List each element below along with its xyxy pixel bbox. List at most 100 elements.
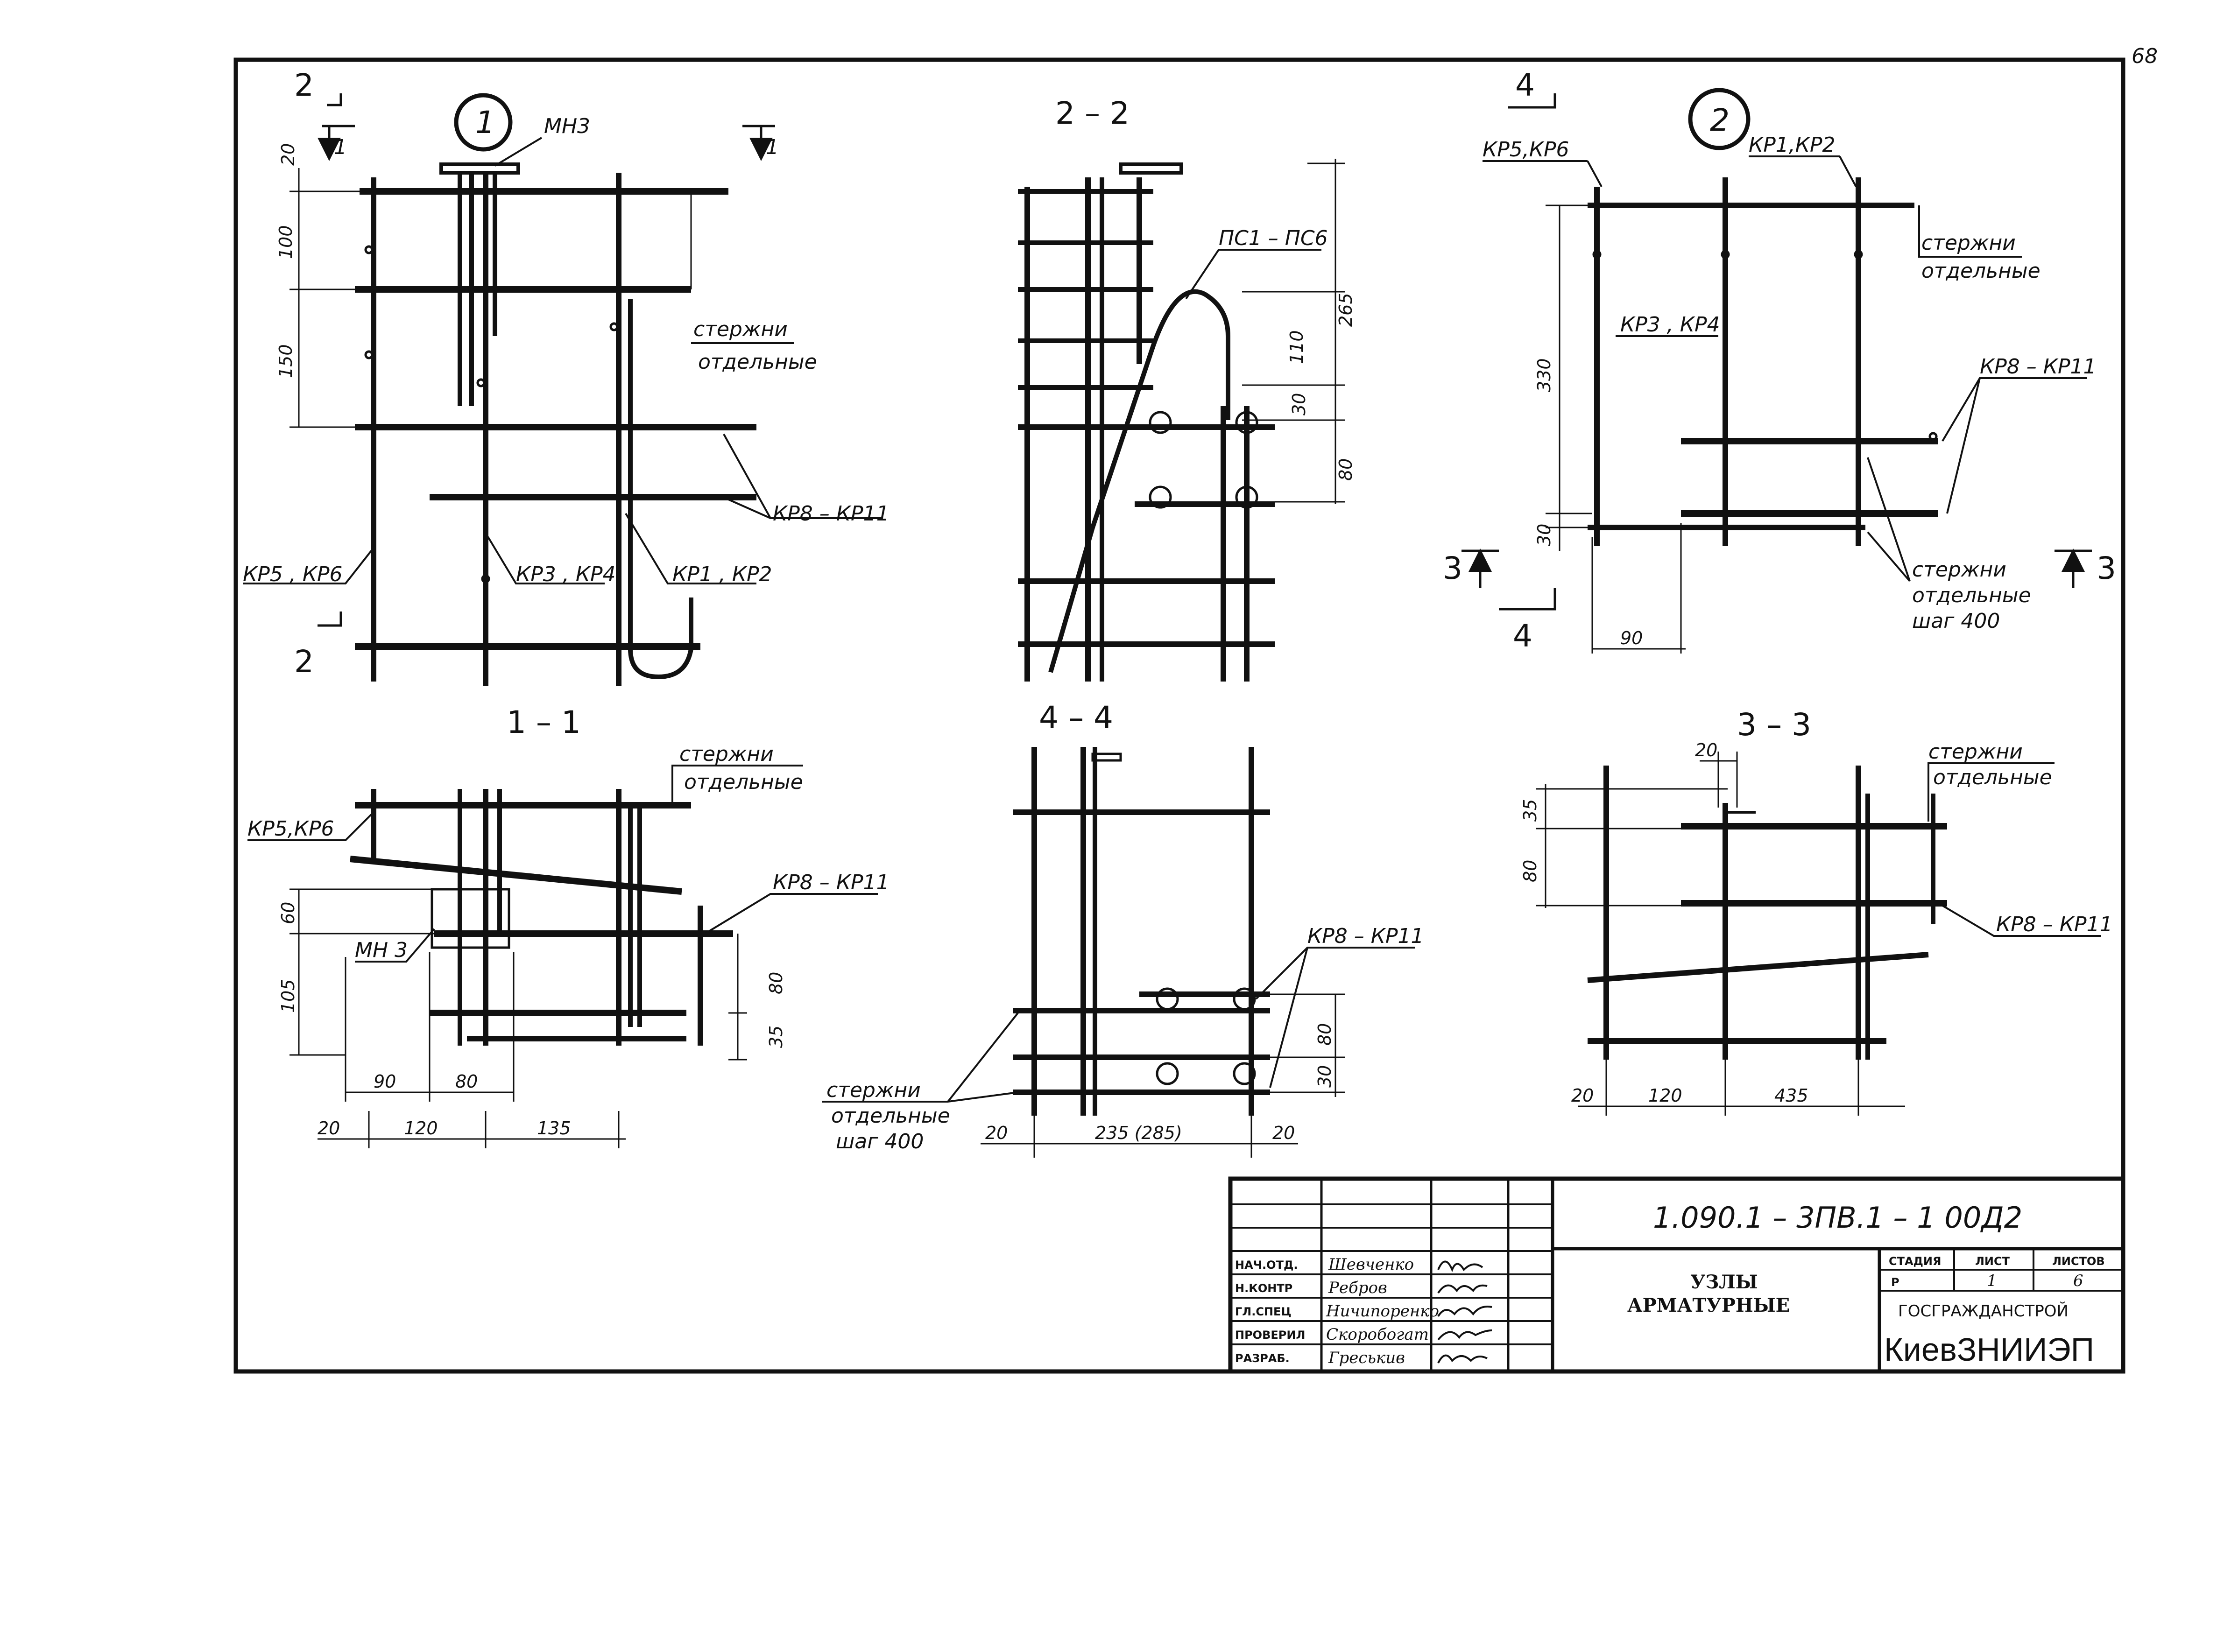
node-2-view: [1588, 177, 1938, 546]
sheet-value: 1: [1987, 1272, 1997, 1290]
section-4-4-view: [1013, 747, 1270, 1116]
name-4: Скоробогат: [1326, 1325, 1429, 1344]
section-title-2-2: 2 – 2: [1055, 95, 1130, 131]
dim-80-s44: 80: [1314, 1023, 1335, 1046]
drawing-frame: [233, 57, 2125, 1374]
label-kr8-kr11-n1: КР8 – КР11: [773, 502, 890, 526]
sheet-corner-mark: 68: [2132, 44, 2158, 68]
label-rods-n1-2: отдельные: [698, 350, 817, 374]
dim-435-s33: 435: [1774, 1085, 1808, 1106]
node-1-marker: [454, 93, 513, 152]
node-1-view: [355, 162, 756, 686]
title-block: [1228, 1176, 2125, 1374]
label-kr8-kr11-s44: КР8 – КР11: [1307, 924, 1424, 948]
label-rods-n2-1: стержни: [1921, 231, 2016, 255]
node-1-mn-label: МН3: [544, 114, 590, 138]
section-mark-3-right: 3: [2097, 550, 2116, 586]
label-kr1-kr2-n2: КР1,КР2: [1749, 133, 1836, 157]
dim-20-s44-left: 20: [985, 1123, 1008, 1143]
dim-120-s11: 120: [404, 1118, 438, 1139]
section-mark-2-bottom: 2: [294, 644, 314, 680]
label-rods-n2-4: отдельные: [1912, 583, 2031, 607]
section-title-4-4: 4 – 4: [1039, 700, 1113, 736]
section-mark-4-top: 4: [1515, 67, 1535, 103]
section-mark-2-top: 2: [294, 67, 314, 103]
label-rods-s33-1: стержни: [1928, 740, 2023, 764]
sheets-value: 6: [2073, 1272, 2083, 1290]
dim-265: 265: [1335, 293, 1356, 327]
dim-35-s33: 35: [1520, 799, 1540, 822]
dim-20-s33: 20: [1571, 1085, 1594, 1106]
stage-header: СТАДИЯ: [1889, 1255, 1942, 1268]
dim-20-s11: 20: [318, 1118, 340, 1139]
dim-60-s11: 60: [278, 902, 298, 924]
sheet-header: ЛИСТ: [1975, 1255, 2010, 1268]
label-step-n2: шаг 400: [1912, 609, 2000, 633]
drawing-title-line-2: АРМАТУРНЫЕ: [1627, 1294, 1790, 1316]
role-5: РАЗРАБ.: [1235, 1352, 1290, 1365]
name-3: Ничипоренко: [1326, 1302, 1439, 1321]
dim-235-285: 235 (285): [1095, 1123, 1182, 1143]
section-title-1-1: 1 – 1: [507, 704, 581, 740]
dim-35-s11: 35: [766, 1026, 786, 1048]
label-rods-n2-2: отдельные: [1921, 259, 2040, 283]
name-5: Греськив: [1328, 1349, 1405, 1367]
stage-value: Р: [1891, 1276, 1899, 1289]
role-1: НАЧ.ОТД.: [1235, 1258, 1298, 1272]
node-2-number: 2: [1710, 102, 1730, 138]
label-rods-n2-3: стержни: [1912, 558, 2006, 582]
dim-80-s22: 80: [1335, 458, 1356, 481]
node-1-number: 1: [475, 105, 495, 141]
label-kr8-kr11-s11: КР8 – КР11: [773, 871, 890, 894]
label-kr3-kr4-n2: КР3 , КР4: [1620, 313, 1720, 337]
dim-30-n2: 30: [1534, 524, 1554, 546]
org-name-1: ГОСГРАЖДАНСТРОЙ: [1898, 1301, 2069, 1321]
dim-120-s33: 120: [1648, 1085, 1682, 1106]
dim-330: 330: [1534, 358, 1554, 392]
section-3-3-view: [1587, 766, 1947, 1060]
role-2: Н.КОНТР: [1235, 1282, 1292, 1295]
dim-150-n1: 150: [275, 344, 296, 378]
label-kr3-kr4-n1: КР3 , КР4: [516, 562, 616, 586]
dim-135-s11: 135: [537, 1118, 571, 1139]
node-2-marker: [1688, 88, 1751, 150]
section-mark-1-right: 1: [766, 135, 779, 159]
dim-20-n1: 20: [278, 143, 298, 166]
sheets-header: ЛИСТОВ: [2052, 1255, 2105, 1268]
label-kr5-kr6-n1: КР5 , КР6: [243, 562, 343, 586]
dim-90-n2: 90: [1620, 628, 1643, 648]
dim-105-s11: 105: [278, 979, 298, 1013]
label-kr5-kr6-n2: КР5,КР6: [1483, 138, 1569, 162]
dim-80-s33: 80: [1520, 860, 1540, 882]
label-pc1-pc6: ПС1 – ПС6: [1219, 226, 1328, 250]
dim-20-s44-right: 20: [1272, 1123, 1295, 1143]
label-kr5-kr6-s11: КР5,КР6: [247, 817, 334, 841]
label-rods-s44-1: стержни: [826, 1078, 921, 1102]
label-step-s44: шаг 400: [836, 1130, 924, 1153]
dim-80b-s11: 80: [455, 1071, 478, 1092]
name-1: Шевченко: [1328, 1255, 1414, 1274]
section-2-2-view: [1018, 162, 1275, 682]
label-rods-s44-2: отдельные: [831, 1104, 950, 1128]
role-4: ПРОВЕРИЛ: [1235, 1329, 1305, 1342]
role-3: ГЛ.СПЕЦ: [1235, 1305, 1292, 1318]
label-kr8-kr11-n2: КР8 – КР11: [1980, 355, 2097, 379]
dim-110-s22: 110: [1286, 330, 1307, 364]
label-kr8-kr11-s33: КР8 – КР11: [1996, 913, 2113, 936]
dim-20-s33-top: 20: [1695, 740, 1717, 760]
signatures: [1437, 1260, 1492, 1364]
dim-30-s44: 30: [1314, 1065, 1335, 1088]
drawing-title-line-1: УЗЛЫ: [1690, 1271, 1758, 1293]
dim-100-n1: 100: [275, 225, 296, 259]
dim-90-s11: 90: [374, 1071, 396, 1092]
label-rods-s11-1: стержни: [679, 742, 774, 766]
dim-80-s11: 80: [766, 972, 786, 994]
name-2: Ребров: [1328, 1279, 1387, 1297]
label-rods-n1-1: стержни: [693, 317, 788, 341]
drawing-code: 1.090.1 – 3ПВ.1 – 1 00Д2: [1653, 1201, 2022, 1235]
section-1-1-view: [350, 789, 733, 1046]
label-kr1-kr2-n1: КР1 , КР2: [672, 562, 772, 586]
org-name-2: КиевЗНИИЭП: [1884, 1331, 2094, 1368]
label-mn3-s11: МН 3: [355, 938, 408, 962]
